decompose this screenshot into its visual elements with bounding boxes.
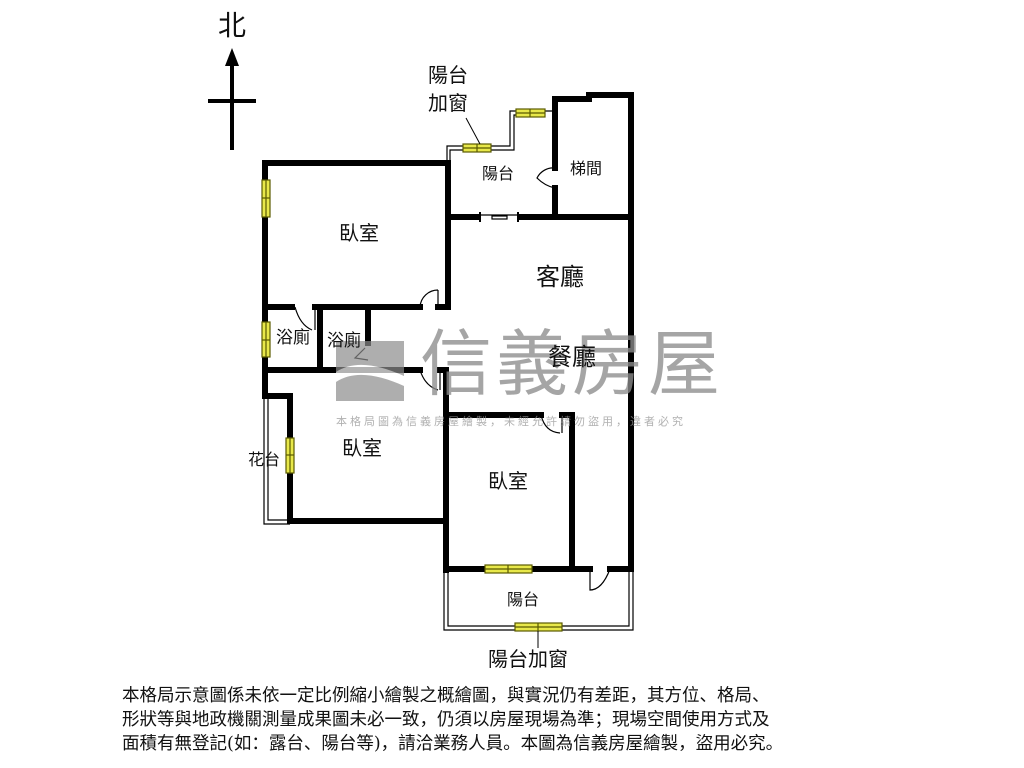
room-planter: 花台 bbox=[248, 450, 281, 469]
room-dining: 餐廳 bbox=[548, 343, 596, 371]
leader-lines bbox=[465, 117, 539, 648]
windows bbox=[261, 108, 563, 632]
room-bedroom-s: 臥室 bbox=[488, 469, 528, 493]
watermark-logo-icon bbox=[336, 341, 404, 401]
room-balcony-n: 陽台 bbox=[482, 164, 515, 183]
compass-arrow-icon bbox=[208, 48, 256, 150]
room-balcony-s: 陽台 bbox=[507, 590, 540, 609]
walls bbox=[262, 92, 634, 573]
room-stairwell: 梯間 bbox=[570, 159, 603, 178]
disclaimer-line-1: 本格局示意圖係未依一定比例縮小繪製之概繪圖，與實況仍有差距，其方位、格局、 bbox=[122, 686, 770, 706]
sliding-door-n bbox=[479, 212, 519, 222]
room-bedroom-sw: 臥室 bbox=[342, 436, 382, 460]
balcony-window-n-label-line2: 加窗 bbox=[428, 91, 468, 115]
balcony-n-outline bbox=[446, 110, 554, 163]
room-bath-2: 浴廁 bbox=[327, 331, 361, 351]
disclaimer-line-3: 面積有無登記(如：露台、陽台等)，請洽業務人員。本圖為信義房屋繪製，盜用必究。 bbox=[122, 734, 784, 754]
planter-outline bbox=[263, 393, 290, 525]
watermark-notice: 本格局圖為信義房屋繪製，未經允許請勿盜用，違者必究 bbox=[336, 415, 686, 428]
balcony-window-s-label: 陽台加窗 bbox=[488, 647, 568, 671]
room-bath-1: 浴廁 bbox=[276, 328, 310, 348]
disclaimer-line-2: 形狀等與地政機關測量成果圖未必一致，仍須以房屋現場為準；現場空間使用方式及 bbox=[122, 710, 770, 730]
balcony-s-outline bbox=[443, 570, 634, 631]
room-bedroom-nw: 臥室 bbox=[339, 221, 379, 245]
disclaimer: 本格局示意圖係未依一定比例縮小繪製之概繪圖，與實況仍有差距，其方位、格局、 形狀… bbox=[122, 684, 912, 756]
room-living: 客廳 bbox=[536, 263, 584, 291]
balcony-window-n-label-line1: 陽台 bbox=[428, 63, 468, 87]
watermark-brand: 信義房屋 bbox=[420, 322, 725, 406]
compass-north-label: 北 bbox=[218, 9, 247, 42]
